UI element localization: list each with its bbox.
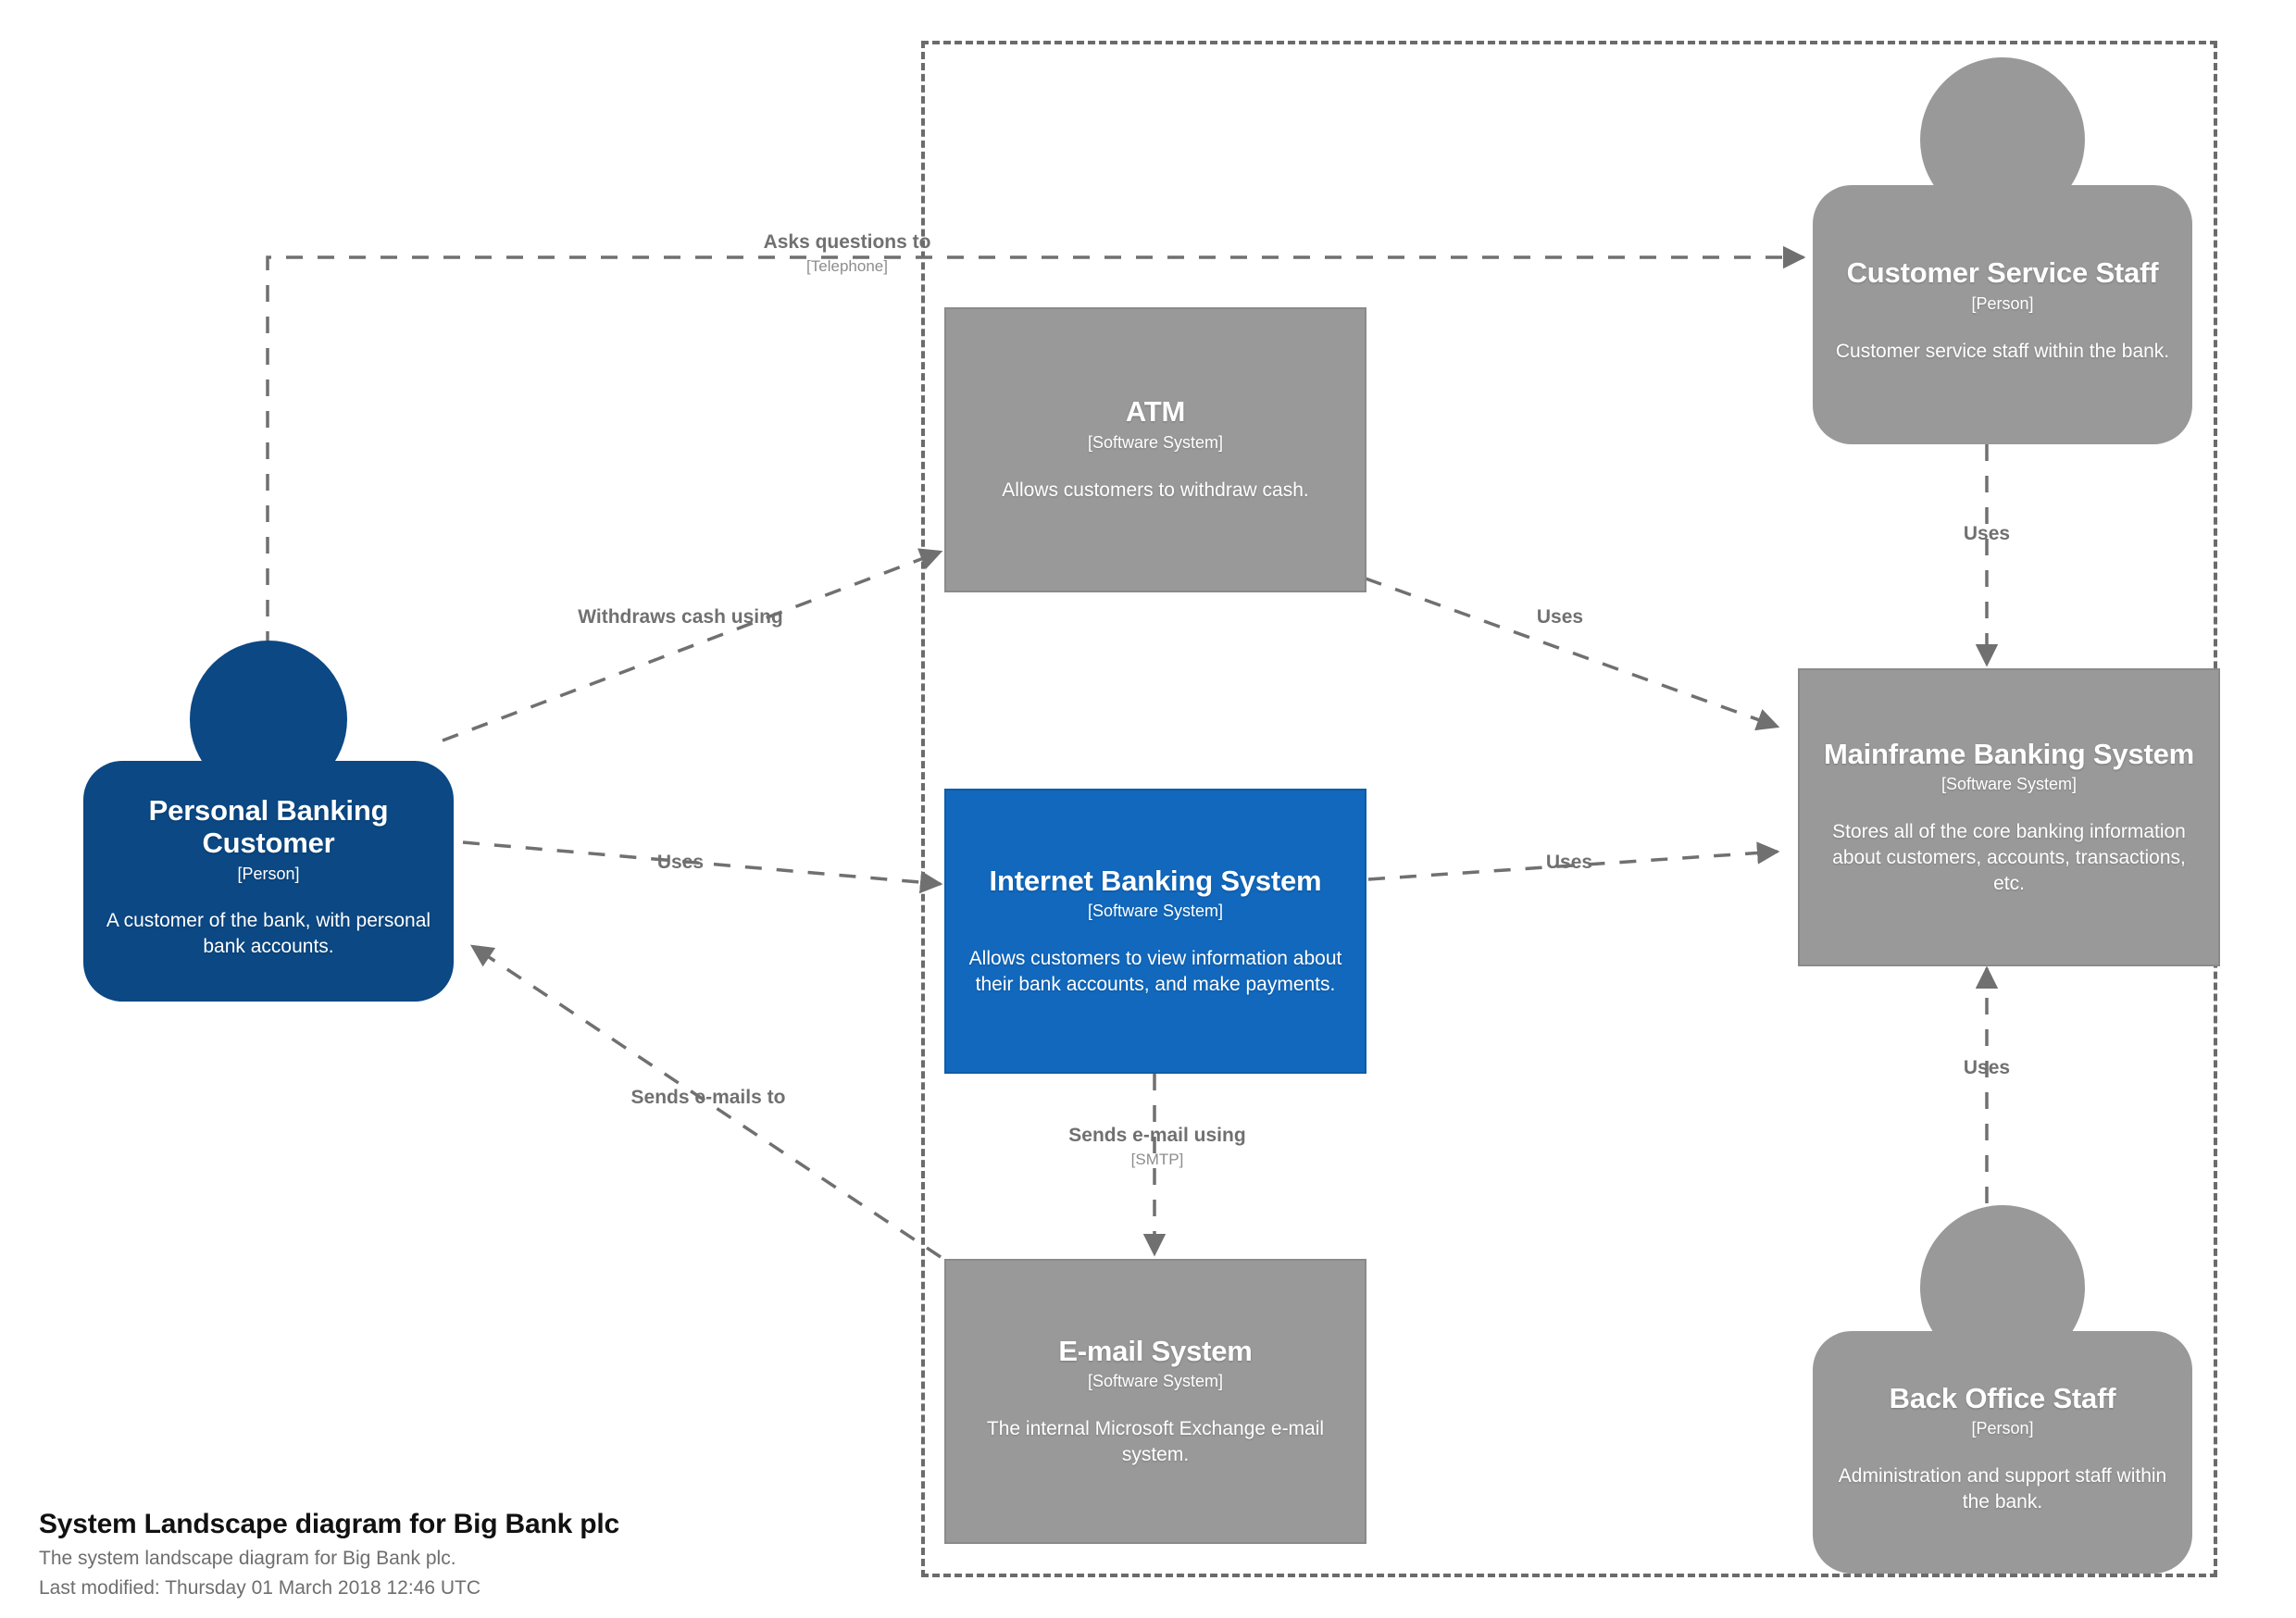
node-description: Allows customers to view information abo… xyxy=(968,947,1342,995)
relationship-description: Uses xyxy=(1963,523,2011,544)
node-type: [Person] xyxy=(1971,1419,2034,1438)
edge-label-sends-email-using-smtp: Sends e-mail using [SMTP] xyxy=(1037,1125,1278,1169)
edge-label-withdraws-cash-using: Withdraws cash using xyxy=(546,606,815,629)
node-type: [Person] xyxy=(237,864,300,883)
relationship-description: Sends e-mail using xyxy=(1068,1125,1246,1146)
node-internet-banking-system[interactable]: Internet Banking System [Software System… xyxy=(944,789,1366,1074)
node-personal-banking-customer[interactable]: Personal Banking Customer [Person] A cus… xyxy=(83,641,454,1002)
node-title: Internet Banking System xyxy=(989,864,1322,897)
person-body: Personal Banking Customer [Person] A cus… xyxy=(83,761,454,1002)
node-type: [Software System] xyxy=(1087,902,1224,921)
relationship-description: Uses xyxy=(1536,606,1584,628)
node-title: Mainframe Banking System xyxy=(1823,737,2195,770)
relationship-description: Uses xyxy=(656,852,705,873)
relationship-description: Withdraws cash using xyxy=(578,606,783,628)
node-type: [Software System] xyxy=(1087,1372,1224,1391)
node-title: ATM xyxy=(1125,395,1186,429)
diagram-caption: System Landscape diagram for Big Bank pl… xyxy=(39,1509,872,1599)
node-customer-service-staff[interactable]: Customer Service Staff [Person] Customer… xyxy=(1813,57,2192,444)
node-type: [Software System] xyxy=(1087,433,1224,453)
edge-label-back-office-uses-mainframe: Uses xyxy=(1894,1057,2079,1080)
relationship-technology: [Telephone] xyxy=(806,256,888,275)
person-body: Back Office Staff [Person] Administratio… xyxy=(1813,1331,2192,1574)
edge-withdraws-cash-using xyxy=(442,548,943,742)
relationship-description: Sends e-mails to xyxy=(630,1087,786,1108)
node-description: A customer of the bank, with personal ba… xyxy=(106,910,431,958)
node-title: E-mail System xyxy=(1058,1334,1253,1367)
relationship-description: Uses xyxy=(1963,1057,2011,1078)
node-email-system[interactable]: E-mail System [Software System] The inte… xyxy=(944,1259,1366,1544)
edge-label-sends-emails-to: Sends e-mails to xyxy=(555,1087,861,1110)
diagram-title: System Landscape diagram for Big Bank pl… xyxy=(39,1509,619,1539)
diagram-last-modified: Last modified: Thursday 01 March 2018 12… xyxy=(39,1577,481,1599)
node-mainframe-banking-system[interactable]: Mainframe Banking System [Software Syste… xyxy=(1798,668,2220,966)
person-body: Customer Service Staff [Person] Customer… xyxy=(1813,185,2192,444)
node-type: [Software System] xyxy=(1940,775,2078,794)
relationship-technology: [SMTP] xyxy=(1130,1150,1184,1168)
diagram-description: The system landscape diagram for Big Ban… xyxy=(39,1548,456,1569)
node-description: Allows customers to withdraw cash. xyxy=(1002,479,1309,501)
node-description: The internal Microsoft Exchange e-mail s… xyxy=(986,1417,1325,1465)
relationship-description: Uses xyxy=(1545,852,1593,873)
node-back-office-staff[interactable]: Back Office Staff [Person] Administratio… xyxy=(1813,1205,2192,1574)
edge-label-atm-uses-mainframe: Uses xyxy=(1454,606,1666,629)
node-atm[interactable]: ATM [Software System] Allows customers t… xyxy=(944,307,1366,592)
relationship-description: Asks questions to xyxy=(763,231,931,253)
node-title: Personal Banking Customer xyxy=(148,794,389,859)
edge-label-asks-questions-to: Asks questions to [Telephone] xyxy=(704,231,991,276)
node-description: Stores all of the core banking informati… xyxy=(1832,821,2186,894)
node-description: Administration and support staff within … xyxy=(1838,1464,2167,1512)
edge-label-internet-banking-uses-mainframe: Uses xyxy=(1463,852,1676,875)
edge-label-customer-uses-internet-banking: Uses xyxy=(574,852,787,875)
node-title: Back Office Staff xyxy=(1889,1381,2116,1414)
node-type: [Person] xyxy=(1971,294,2034,314)
node-description: Customer service staff within the bank. xyxy=(1835,340,2170,362)
edge-label-customer-service-uses-mainframe: Uses xyxy=(1894,523,2079,546)
node-title: Customer Service Staff xyxy=(1846,256,2159,290)
